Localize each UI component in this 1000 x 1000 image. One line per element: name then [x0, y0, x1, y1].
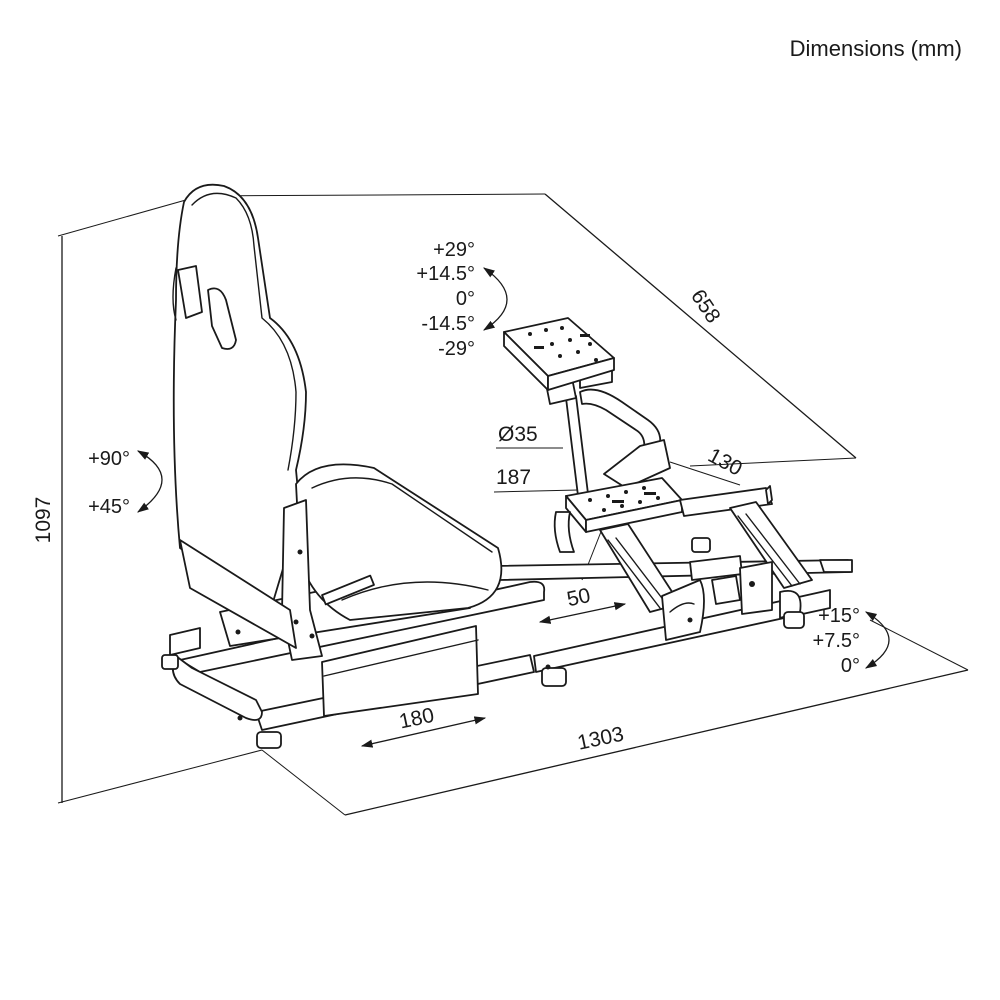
wheel-plate [503, 317, 615, 391]
seat-slide-label: 180 [397, 704, 436, 734]
cockpit-illustration [161, 183, 853, 749]
wheel-angle-zero: 0° [456, 288, 475, 310]
depth-label: 658 [686, 285, 725, 327]
pedal-tray [599, 485, 853, 641]
column-height-dimension: 187 [493, 466, 579, 493]
height-dimension: 1097 [32, 195, 263, 804]
seat-recline-angles: +90° +45° [88, 448, 163, 518]
plate-width-dimension: 130 [669, 444, 746, 486]
seat-angle-90: +90° [88, 448, 130, 470]
base-slide-label: 50 [565, 584, 593, 611]
column-height-label: 187 [496, 466, 531, 489]
pedal-angle-plus15: +15° [818, 605, 860, 627]
wheel-angle-minus29: -29° [438, 338, 475, 360]
seat-slide-dimension: 180 [360, 704, 487, 748]
pedal-angle-zero: 0° [841, 655, 860, 677]
racing-seat [172, 183, 503, 661]
diagram-title: Dimensions (mm) [790, 36, 962, 61]
pedal-angle-plus7-5: +7.5° [813, 630, 860, 652]
wheel-angle-plus29: +29° [433, 239, 475, 261]
steering-column [545, 369, 671, 513]
wheel-tilt-angles: +29° +14.5° 0° -14.5° -29° [416, 239, 508, 360]
wheel-angle-plus14-5: +14.5° [416, 263, 475, 285]
tube-diameter-dimension: Ø35 [496, 423, 563, 449]
wheel-angle-minus14-5: -14.5° [421, 313, 475, 335]
length-label: 1303 [575, 723, 625, 755]
tube-diameter-label: Ø35 [498, 423, 538, 446]
height-label: 1097 [32, 497, 55, 544]
seat-angle-45: +45° [88, 496, 130, 518]
pedal-tilt-angles: +15° +7.5° 0° [813, 605, 890, 677]
